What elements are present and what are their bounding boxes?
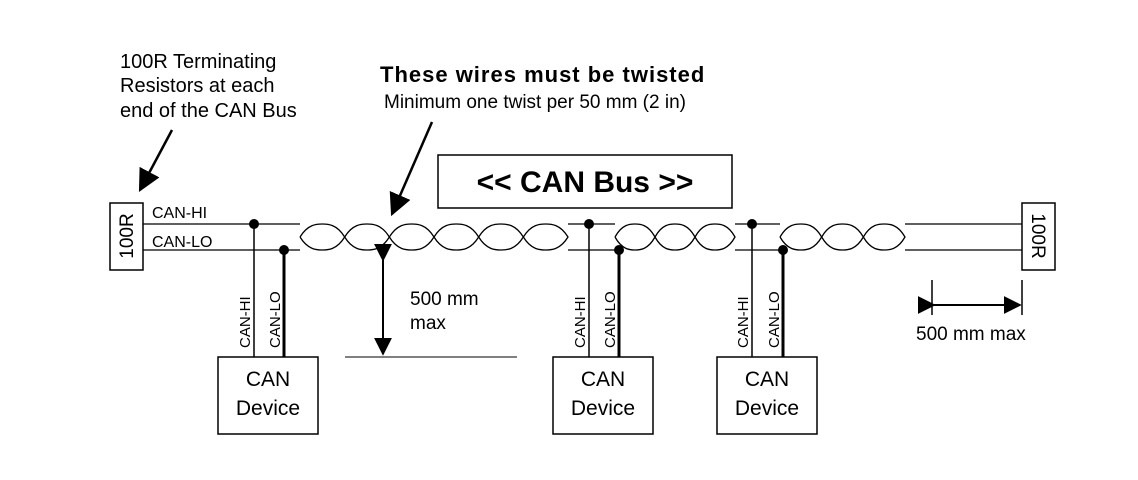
stub-labels: CAN-HI CAN-LO CAN-HI CAN-LO CAN-HI CAN-L… xyxy=(237,291,783,348)
bus-title: << CAN Bus >> xyxy=(477,166,694,199)
left-resistor-label: 100R xyxy=(117,213,138,258)
device-2-line2: Device xyxy=(571,397,635,420)
twist-loop-3 xyxy=(433,223,480,251)
can-device-2: CAN Device xyxy=(552,356,654,435)
stub-length-label-2: max xyxy=(410,313,446,334)
twisted-pair-sections xyxy=(299,223,906,251)
note-line-2: Resistors at each xyxy=(120,75,275,97)
device-2-line1: CAN xyxy=(581,368,625,391)
twist-loop-10 xyxy=(821,223,865,251)
right-resistor xyxy=(1021,202,1056,271)
twist-heading: These wires must be twisted xyxy=(380,62,705,87)
bus-title-box xyxy=(437,154,733,209)
bus-wires xyxy=(143,223,1022,251)
twist-subheading: Minimum one twist per 50 mm (2 in) xyxy=(384,92,686,113)
twist-loop-8 xyxy=(694,223,736,251)
twist-loop-0 xyxy=(299,223,346,251)
stub-label-hi-3: CAN-HI xyxy=(735,296,752,348)
device-1-line2: Device xyxy=(236,397,300,420)
terminating-resistor-note: 100R Terminating Resistors at each end o… xyxy=(120,51,297,122)
twist-loop-4 xyxy=(478,223,525,251)
left-resistor xyxy=(109,202,144,271)
device-box-2 xyxy=(552,356,654,435)
wire-label-hi: CAN-HI xyxy=(152,205,207,222)
stub-label-hi-2: CAN-HI xyxy=(572,296,589,348)
right-resistor-label: 100R xyxy=(1027,213,1048,258)
stub-label-hi-1: CAN-HI xyxy=(237,296,254,348)
device-box-3 xyxy=(716,356,818,435)
note-arrow xyxy=(138,129,174,192)
device-box-1 xyxy=(217,356,319,435)
end-length-label: 500 mm max xyxy=(916,324,1026,345)
can-device-1: CAN Device xyxy=(217,356,319,435)
stub-length-label-1: 500 mm xyxy=(410,289,479,310)
twist-loop-2 xyxy=(388,223,435,251)
twist-arrow xyxy=(389,121,434,217)
device-3-line2: Device xyxy=(735,397,799,420)
twist-loop-9 xyxy=(779,223,823,251)
wire-label-lo: CAN-LO xyxy=(152,234,212,251)
stub-wires xyxy=(253,224,785,357)
twist-loop-7 xyxy=(654,223,696,251)
note-line-3: end of the CAN Bus xyxy=(120,100,297,122)
stub-label-lo-1: CAN-LO xyxy=(267,291,284,348)
twist-loop-11 xyxy=(862,223,906,251)
can-device-3: CAN Device xyxy=(716,356,818,435)
twist-loop-1 xyxy=(344,223,391,251)
stub-label-lo-3: CAN-LO xyxy=(766,291,783,348)
note-line-1: 100R Terminating xyxy=(120,51,276,73)
twist-loop-5 xyxy=(522,223,569,251)
device-1-line1: CAN xyxy=(246,368,290,391)
stub-label-lo-2: CAN-LO xyxy=(602,291,619,348)
device-3-line1: CAN xyxy=(745,368,789,391)
